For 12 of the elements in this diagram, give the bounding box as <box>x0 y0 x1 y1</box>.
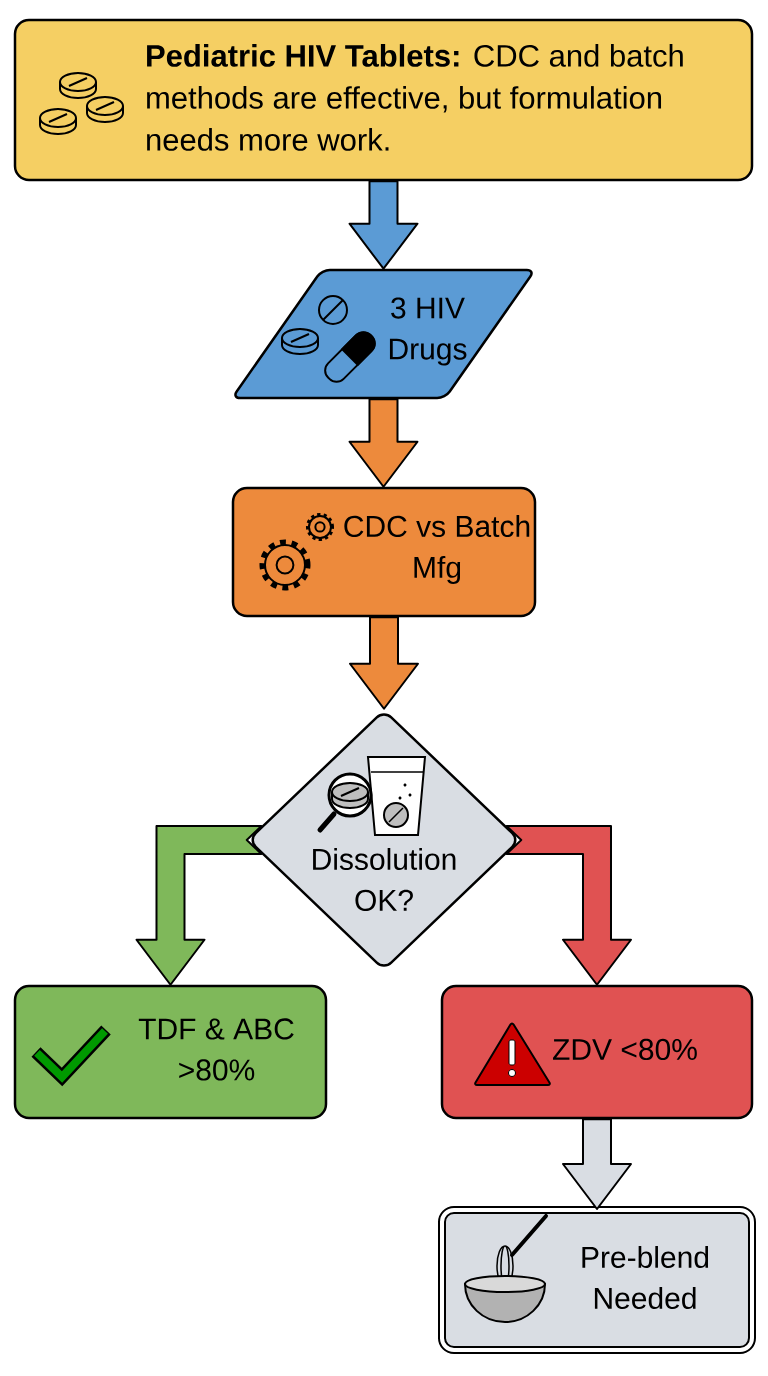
block-arrow <box>562 1118 632 1210</box>
summary-box: Pediatric HIV Tablets: CDC and batch methods are effective, but formulation needs more work. <box>13 18 754 182</box>
result-box: ZDV <80% <box>440 984 754 1120</box>
block-arrow <box>348 398 419 488</box>
block-arrow <box>135 825 263 986</box>
input-parallelogram: 3 HIV Drugs <box>234 268 533 400</box>
process-box: CDC vs Batch Mfg <box>231 486 537 618</box>
result-box: TDF & ABC >80% <box>13 984 328 1120</box>
block-arrow <box>505 825 632 986</box>
block-arrow <box>349 616 419 710</box>
action-box: Pre-blend Needed <box>438 1206 756 1354</box>
block-arrow <box>348 180 419 270</box>
